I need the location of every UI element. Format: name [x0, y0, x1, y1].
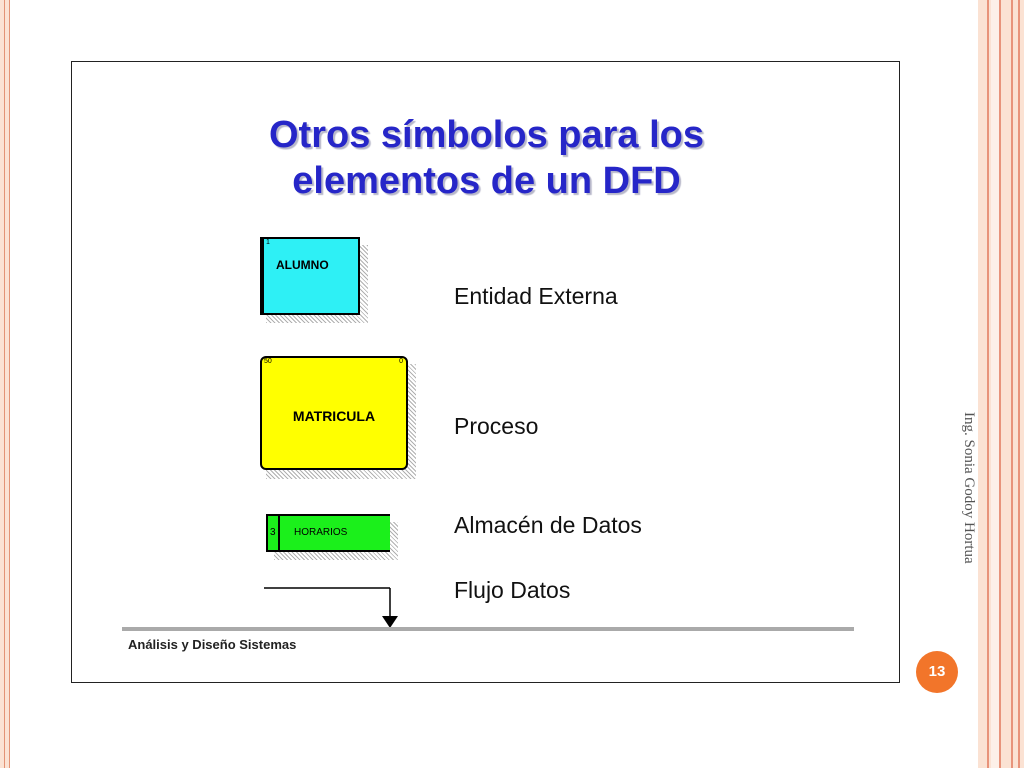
external-entity-label: Entidad Externa — [454, 283, 618, 309]
external-entity-number: 1 — [266, 239, 270, 246]
data-store-symbol: 3 HORARIOS — [266, 514, 390, 552]
process-symbol: 50 0 MATRICULA — [260, 356, 408, 470]
right-decorative-border — [978, 0, 1024, 768]
data-store-number: 3 — [270, 527, 276, 538]
left-decorative-border — [0, 0, 10, 768]
process-label: Proceso — [454, 413, 539, 439]
process-number-left: 50 — [264, 358, 272, 365]
footer-divider — [122, 627, 854, 631]
slide-image: Otros símbolos para los elementos de un … — [71, 61, 900, 683]
slide-title-line-1: Otros símbolos para los — [269, 114, 704, 156]
author-credit: Ing. Sonia Godoy Hortua — [961, 412, 977, 564]
data-flow-arrow-icon — [264, 587, 398, 628]
process-number-right: 0 — [399, 358, 403, 365]
slide-footer: Análisis y Diseño Sistemas — [128, 637, 297, 652]
process-name: MATRICULA — [292, 408, 376, 424]
external-entity-name: ALUMNO — [276, 258, 329, 272]
external-entity-symbol: 1 ALUMNO — [260, 237, 360, 315]
slide-title-line-2: elementos de un DFD — [292, 160, 681, 202]
data-flow-label: Flujo Datos — [454, 577, 571, 603]
page-number-badge: 13 — [916, 651, 958, 693]
data-store-name: HORARIOS — [294, 527, 348, 538]
data-store-divider — [278, 516, 280, 550]
data-store-label: Almacén de Datos — [454, 512, 642, 538]
slide-title: Otros símbolos para los elementos de un … — [72, 112, 901, 204]
